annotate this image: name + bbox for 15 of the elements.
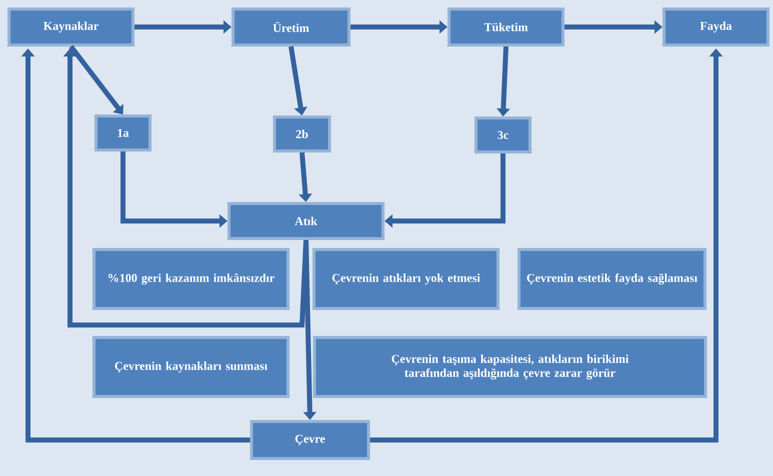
wide-box: Çevrenin estetik fayda sağlaması [518,248,706,310]
process-box: Tüketim [448,8,564,46]
process-box: 2b [273,116,331,152]
wide-box: Çevrenin atıkları yok etmesi [312,248,500,310]
wide-box: Çevrenin taşıma kapasitesi, atıkların birikimi tarafından aşıldığında çevre zarar görür [313,336,707,398]
arrow [69,44,124,114]
process-box: Fayda [662,8,770,46]
process-box: Atık [228,202,384,240]
process-box: Kaynaklar [8,8,134,46]
process-box: Üretim [232,8,350,46]
process-box: 3c [474,116,532,154]
process-box: 1a [94,114,152,152]
wide-box: Çevrenin kaynakları sunması [92,336,290,398]
wide-box: %100 geri kazanım imkânsızdır [92,248,290,310]
process-box: Çevre [250,420,370,460]
